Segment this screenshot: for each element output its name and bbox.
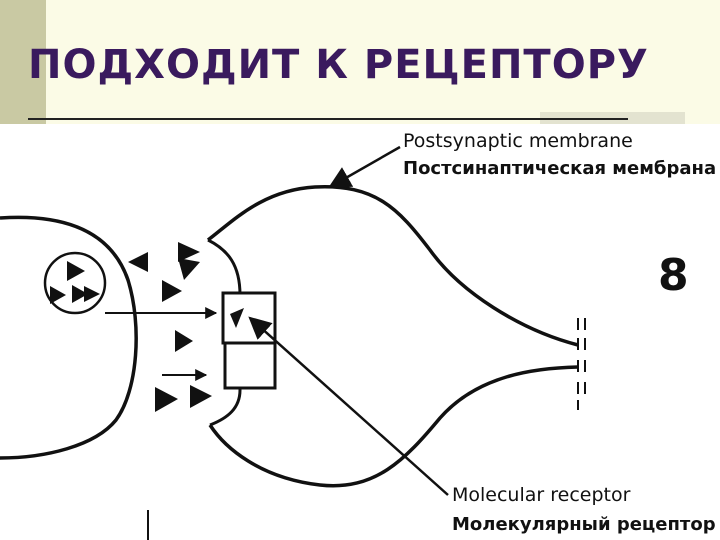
receptor-pointer — [248, 316, 449, 496]
title-divider — [28, 118, 628, 120]
molecule-cleft-6 — [155, 387, 178, 412]
molecule-cleft-2 — [178, 242, 200, 262]
molecule-cleft-1 — [128, 252, 148, 272]
molecule-vesicle-1 — [67, 261, 85, 281]
neurotransmitter-molecules — [50, 242, 244, 412]
molecule-cleft-3 — [178, 258, 200, 280]
title-accent-bar — [0, 0, 46, 124]
molecule-cleft-5 — [175, 330, 193, 352]
receptor-block-upper — [221, 291, 277, 345]
molecule-vesicle-3 — [72, 285, 88, 303]
membrane-label-en: Postsynaptic membrane — [403, 130, 633, 152]
postsynaptic-membrane-upper — [206, 185, 579, 347]
molecule-vesicle-4 — [84, 286, 100, 302]
molecule-cleft-7 — [190, 385, 212, 408]
axon-end-marks — [577, 318, 586, 410]
membrane-pointer — [328, 145, 401, 189]
slide-number: 8 — [658, 250, 689, 301]
title-band — [0, 0, 720, 124]
molecule-receptor-bound — [230, 308, 244, 328]
membrane-label-ru: Постсинаптическая мембрана — [403, 158, 717, 179]
receptor-label-en: Molecular receptor — [452, 484, 631, 506]
receptor-label-ru: Молекулярный рецептор — [452, 514, 716, 535]
slide-title: ПОДХОДИТ К РЕЦЕПТОРУ — [28, 42, 649, 88]
molecule-vesicle-2 — [50, 286, 66, 304]
receptor-block-lower — [223, 341, 277, 390]
presynaptic-terminal — [0, 215, 138, 460]
postsynaptic-membrane-lower — [208, 365, 579, 488]
synaptic-vesicle — [43, 251, 107, 315]
molecule-cleft-4 — [162, 280, 182, 302]
